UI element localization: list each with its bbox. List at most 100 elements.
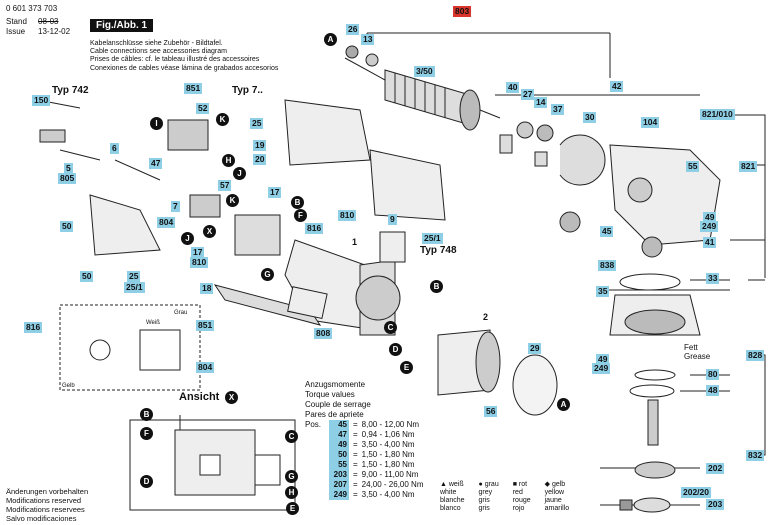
ref-a-top[interactable]: A	[324, 33, 337, 46]
part-label-26[interactable]: 26	[346, 24, 360, 35]
ref-j-switch[interactable]: J	[233, 167, 246, 180]
torque-pos[interactable]: 207	[329, 480, 349, 490]
ref-b-view[interactable]: B	[140, 408, 153, 421]
part-label-50-lower[interactable]: 50	[80, 271, 94, 282]
part-label-805[interactable]: 805	[58, 173, 77, 184]
part-label-810-top[interactable]: 810	[338, 210, 357, 221]
ref-i-switch[interactable]: I	[150, 117, 163, 130]
torque-pos[interactable]: 45	[329, 420, 349, 430]
part-label-40[interactable]: 40	[506, 82, 520, 93]
ref-x-view[interactable]: X	[225, 391, 238, 404]
part-label-25-top[interactable]: 25	[250, 118, 264, 129]
part-label-52[interactable]: 52	[196, 103, 210, 114]
part-label-37[interactable]: 37	[551, 104, 565, 115]
part-label-202[interactable]: 202	[706, 463, 725, 474]
doc-number: 0 601 373 703	[6, 4, 58, 13]
ref-c-motor[interactable]: C	[384, 321, 397, 334]
torque-pos[interactable]: 49	[329, 440, 349, 450]
part-label-25-1-top[interactable]: 25/1	[422, 233, 443, 244]
legend-text: rouge	[512, 497, 531, 504]
part-label-13[interactable]: 13	[361, 34, 375, 45]
part-label-816-wiring[interactable]: 816	[24, 322, 43, 333]
ref-h-view[interactable]: H	[285, 486, 298, 499]
part-label-45[interactable]: 45	[600, 226, 614, 237]
torque-pos[interactable]: 50	[329, 450, 349, 460]
part-label-838[interactable]: 838	[598, 260, 617, 271]
part-label-25-1-bottom[interactable]: 25/1	[124, 282, 145, 293]
ref-d-motor[interactable]: D	[389, 343, 402, 356]
part-label-49-bottom[interactable]: 49	[596, 354, 610, 365]
part-label-41[interactable]: 41	[703, 237, 717, 248]
part-label-56[interactable]: 56	[484, 406, 498, 417]
part-label-18[interactable]: 18	[200, 283, 214, 294]
part-label-29[interactable]: 29	[528, 343, 542, 354]
part-label-47[interactable]: 47	[149, 158, 163, 169]
part-label-33[interactable]: 33	[706, 273, 720, 284]
part-label-30[interactable]: 30	[583, 112, 597, 123]
ref-f-view[interactable]: F	[140, 427, 153, 440]
part-label-202-20[interactable]: 202/20	[681, 487, 711, 498]
part-label-48[interactable]: 48	[706, 385, 720, 396]
part-label-14[interactable]: 14	[534, 97, 548, 108]
part-label-42[interactable]: 42	[610, 81, 624, 92]
part-label-851-top[interactable]: 851	[184, 83, 203, 94]
part-label-27[interactable]: 27	[521, 89, 535, 100]
part-label-7[interactable]: 7	[171, 201, 180, 212]
part-label-804-wiring[interactable]: 804	[196, 362, 215, 373]
part-label-803[interactable]: 803	[453, 6, 472, 17]
ref-j-lower[interactable]: J	[181, 232, 194, 245]
part-label-5[interactable]: 5	[64, 163, 73, 174]
part-label-17-bottom[interactable]: 17	[191, 247, 205, 258]
part-label-203[interactable]: 203	[706, 499, 725, 510]
part-label-20[interactable]: 20	[253, 154, 267, 165]
torque-range: 9,00 - 11,00 Nm	[361, 470, 419, 479]
ref-c-view[interactable]: C	[285, 430, 298, 443]
ref-d-view[interactable]: D	[140, 475, 153, 488]
part-label-104[interactable]: 104	[641, 117, 660, 128]
part-label-1[interactable]: 1	[352, 237, 358, 247]
ref-k-lower[interactable]: K	[226, 194, 239, 207]
ref-e-motor[interactable]: E	[400, 361, 413, 374]
part-label-821[interactable]: 821	[739, 161, 758, 172]
legend-text: red	[512, 489, 523, 496]
part-label-832[interactable]: 832	[746, 450, 765, 461]
torque-pos[interactable]: 55	[329, 460, 349, 470]
part-label-50-upper[interactable]: 50	[60, 221, 74, 232]
torque-pos[interactable]: 47	[329, 430, 349, 440]
ref-k-switch[interactable]: K	[216, 113, 229, 126]
ref-h-switch[interactable]: H	[222, 154, 235, 167]
ref-f-switch[interactable]: F	[294, 209, 307, 222]
part-label-6[interactable]: 6	[110, 143, 119, 154]
part-label-249-top[interactable]: 249	[700, 221, 719, 232]
ref-x-switch[interactable]: X	[203, 225, 216, 238]
part-label-19[interactable]: 19	[253, 140, 267, 151]
part-label-9[interactable]: 9	[388, 214, 397, 225]
ref-b-motor[interactable]: B	[430, 280, 443, 293]
part-label-851-wiring[interactable]: 851	[196, 320, 215, 331]
part-label-25-bottom[interactable]: 25	[127, 271, 141, 282]
part-label-808[interactable]: 808	[314, 328, 333, 339]
part-label-17-top[interactable]: 17	[268, 187, 282, 198]
part-label-816-top[interactable]: 816	[305, 223, 324, 234]
part-label-821-010[interactable]: 821/010	[700, 109, 735, 120]
ref-b-switch[interactable]: B	[291, 196, 304, 209]
part-label-2[interactable]: 2	[483, 312, 489, 322]
part-label-55[interactable]: 55	[686, 161, 700, 172]
torque-pos[interactable]: 249	[329, 490, 349, 500]
part-label-810-bottom[interactable]: 810	[190, 257, 209, 268]
part-label-828[interactable]: 828	[746, 350, 765, 361]
part-label-49-top[interactable]: 49	[703, 212, 717, 223]
part-label-249-bottom[interactable]: 249	[592, 363, 611, 374]
ref-e-view[interactable]: E	[286, 502, 299, 515]
ref-g-view[interactable]: G	[285, 470, 298, 483]
part-label-80[interactable]: 80	[706, 369, 720, 380]
part-label-3-50[interactable]: 3/50	[414, 66, 435, 77]
ref-g-switch[interactable]: G	[261, 268, 274, 281]
grease-label: Grease	[684, 352, 711, 361]
torque-pos[interactable]: 203	[329, 470, 349, 480]
part-label-57[interactable]: 57	[218, 180, 232, 191]
ref-a-bottom[interactable]: A	[557, 398, 570, 411]
part-label-804-top[interactable]: 804	[157, 217, 176, 228]
part-label-35[interactable]: 35	[596, 286, 610, 297]
part-label-150[interactable]: 150	[32, 95, 51, 106]
